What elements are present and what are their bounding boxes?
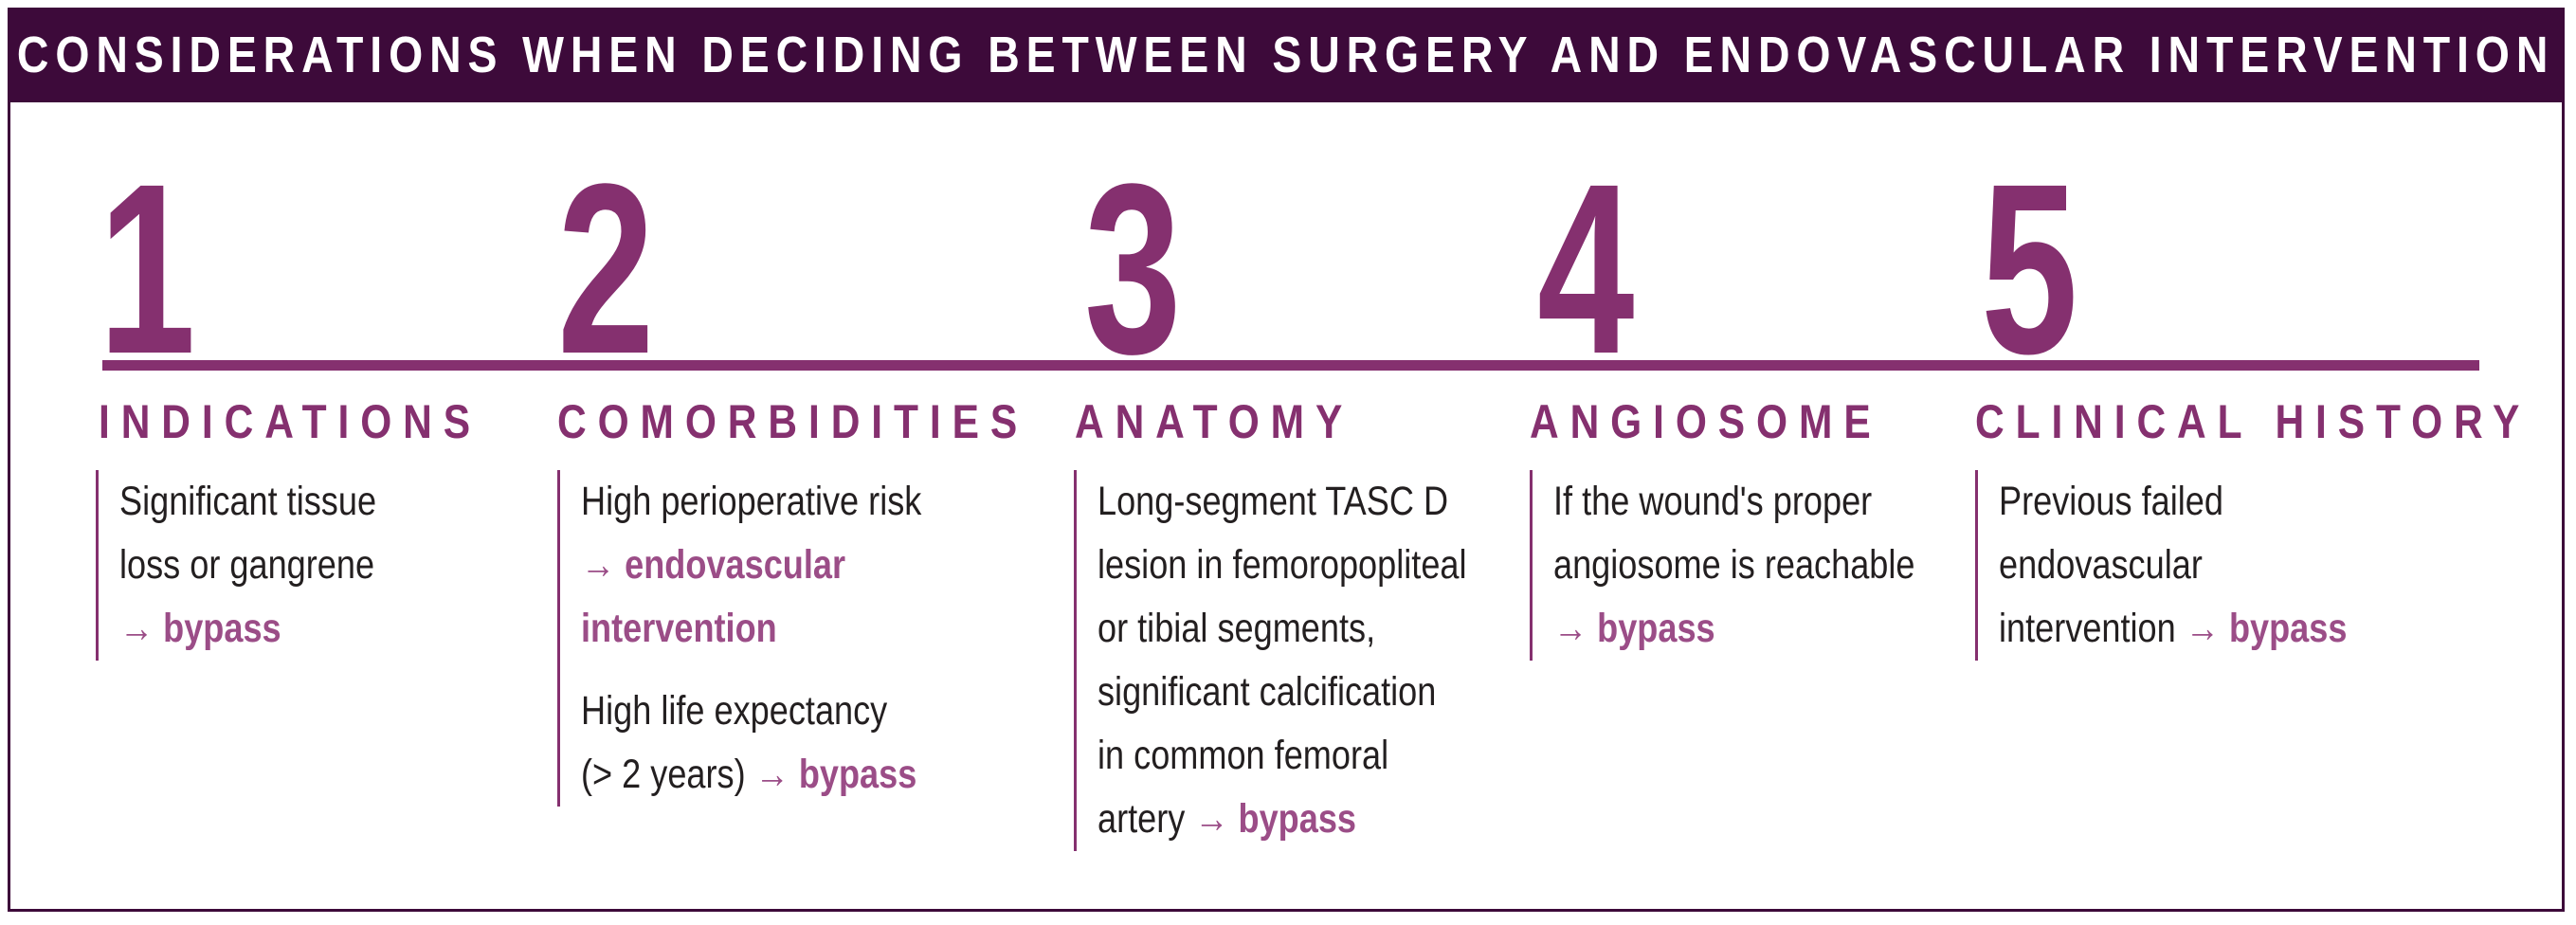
body-line: loss or gangrene	[119, 542, 375, 588]
arrow-right-icon: →	[754, 752, 789, 797]
arrow-right-icon: →	[2185, 606, 2220, 651]
step-heading-clinical-history: CLINICAL HISTORY	[1975, 395, 2531, 448]
step-body-comorbidities: High perioperative risk → endovascular i…	[557, 470, 987, 807]
step-number-5: 5	[1981, 134, 2078, 405]
outcome-line: → endovascular	[581, 534, 845, 597]
step-body-anatomy: Long-segment TASC D lesion in femoropopl…	[1074, 470, 1537, 851]
body-line: High perioperative risk	[581, 479, 922, 524]
body-line: lesion in femoropopliteal	[1098, 542, 1467, 588]
step-body-indications: Significant tissue loss or gangrene → by…	[96, 470, 426, 661]
body-line: Significant tissue	[119, 479, 377, 524]
step-number-2: 2	[557, 134, 655, 405]
step-heading-indications: INDICATIONS	[99, 395, 482, 448]
arrow-right-icon: →	[581, 542, 616, 588]
body-line: in common femoral	[1098, 733, 1389, 778]
body-line: Previous failed	[1999, 479, 2223, 524]
arrow-right-icon: →	[1553, 606, 1588, 651]
body-line: If the wound's proper	[1553, 479, 1873, 524]
title-banner: CONSIDERATIONS WHEN DECIDING BETWEEN SUR…	[8, 8, 2565, 102]
step-body-angiosome: If the wound's proper angiosome is reach…	[1530, 470, 1984, 661]
step-number-1: 1	[99, 134, 196, 405]
body-line: High life expectancy	[581, 688, 888, 734]
step-heading-angiosome: ANGIOSOME	[1530, 395, 1882, 448]
outcome-label: intervention	[581, 606, 777, 651]
body-line: significant calcification	[1098, 669, 1437, 715]
outcome-label: bypass	[2228, 606, 2348, 651]
body-line: angiosome is reachable	[1553, 542, 1915, 588]
outcome-line: (> 2 years) → bypass	[581, 743, 916, 807]
arrow-right-icon: →	[1194, 796, 1229, 842]
outcome-line: → bypass	[1553, 597, 1715, 661]
step-number-3: 3	[1084, 134, 1182, 405]
outcome-line: artery → bypass	[1098, 788, 1356, 851]
timeline-line	[102, 360, 2479, 371]
body-line: or tibial segments,	[1098, 606, 1376, 651]
step-heading-anatomy: ANATOMY	[1075, 395, 1354, 448]
outcome-label: bypass	[163, 606, 281, 651]
body-line: endovascular	[1999, 542, 2203, 588]
outcome-label: bypass	[1597, 606, 1715, 651]
body-line: intervention	[1999, 606, 2176, 651]
outcome-label: endovascular	[625, 542, 846, 588]
body-line: Long-segment TASC D	[1098, 479, 1449, 524]
outcome-line: intervention → bypass	[1999, 597, 2347, 661]
outcome-label: bypass	[1238, 796, 1357, 842]
outcome-line: → bypass	[119, 597, 281, 661]
arrow-right-icon: →	[119, 606, 154, 651]
step-heading-comorbidities: COMORBIDITIES	[557, 395, 1029, 448]
step-body-clinical-history: Previous failed endovascular interventio…	[1975, 470, 2413, 661]
body-line: (> 2 years)	[581, 752, 746, 797]
step-number-4: 4	[1537, 134, 1635, 405]
page-title: CONSIDERATIONS WHEN DECIDING BETWEEN SUR…	[17, 27, 2555, 83]
body-line: artery	[1098, 796, 1186, 842]
outcome-label: bypass	[798, 752, 917, 797]
